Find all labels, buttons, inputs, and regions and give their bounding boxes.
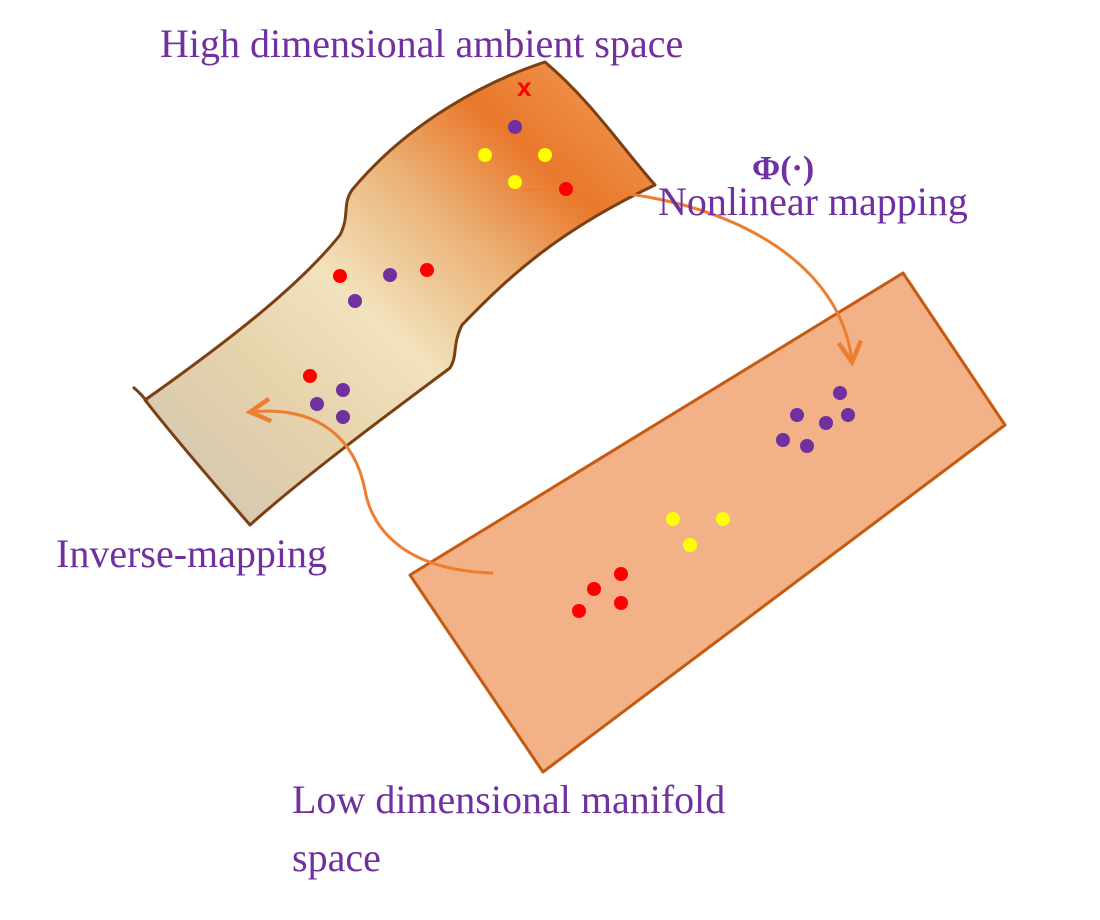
yellow-point (508, 175, 522, 189)
purple-point (833, 386, 847, 400)
purple-point (790, 408, 804, 422)
inverse-mapping-arrow (250, 411, 494, 575)
plane-points (572, 386, 855, 618)
purple-point (841, 408, 855, 422)
red-point (333, 269, 347, 283)
red-point (572, 604, 586, 618)
purple-point (508, 120, 522, 134)
low-dimensional-space-label-line1: Low dimensional manifold (292, 777, 726, 822)
low-dimensional-plane (408, 271, 1007, 774)
nonlinear-mapping-label: Nonlinear mapping (658, 179, 968, 224)
purple-point (800, 439, 814, 453)
nonlinear-mapping-arrow (521, 187, 852, 362)
yellow-point (683, 538, 697, 552)
purple-point (336, 410, 350, 424)
purple-point (819, 416, 833, 430)
yellow-point (716, 512, 730, 526)
red-point (587, 582, 601, 596)
yellow-point (666, 512, 680, 526)
red-point (420, 263, 434, 277)
red-point (303, 369, 317, 383)
purple-point (310, 397, 324, 411)
yellow-point (538, 148, 552, 162)
high-dimensional-space-label: High dimensional ambient space (160, 21, 684, 66)
curved-manifold-lip (132, 385, 149, 403)
query-point-x: x (517, 72, 532, 102)
red-point (614, 596, 628, 610)
phi-mapping-symbol: Φ(·) (752, 150, 815, 187)
purple-point (348, 294, 362, 308)
yellow-point (478, 148, 492, 162)
low-dimensional-space-label-line2: space (292, 835, 381, 880)
purple-point (336, 383, 350, 397)
purple-point (383, 268, 397, 282)
red-point (559, 182, 573, 196)
curved-surface-points (303, 120, 573, 424)
red-point (614, 567, 628, 581)
curved-manifold-surface (143, 60, 657, 527)
purple-point (776, 433, 790, 447)
inverse-mapping-label: Inverse-mapping (56, 531, 328, 576)
